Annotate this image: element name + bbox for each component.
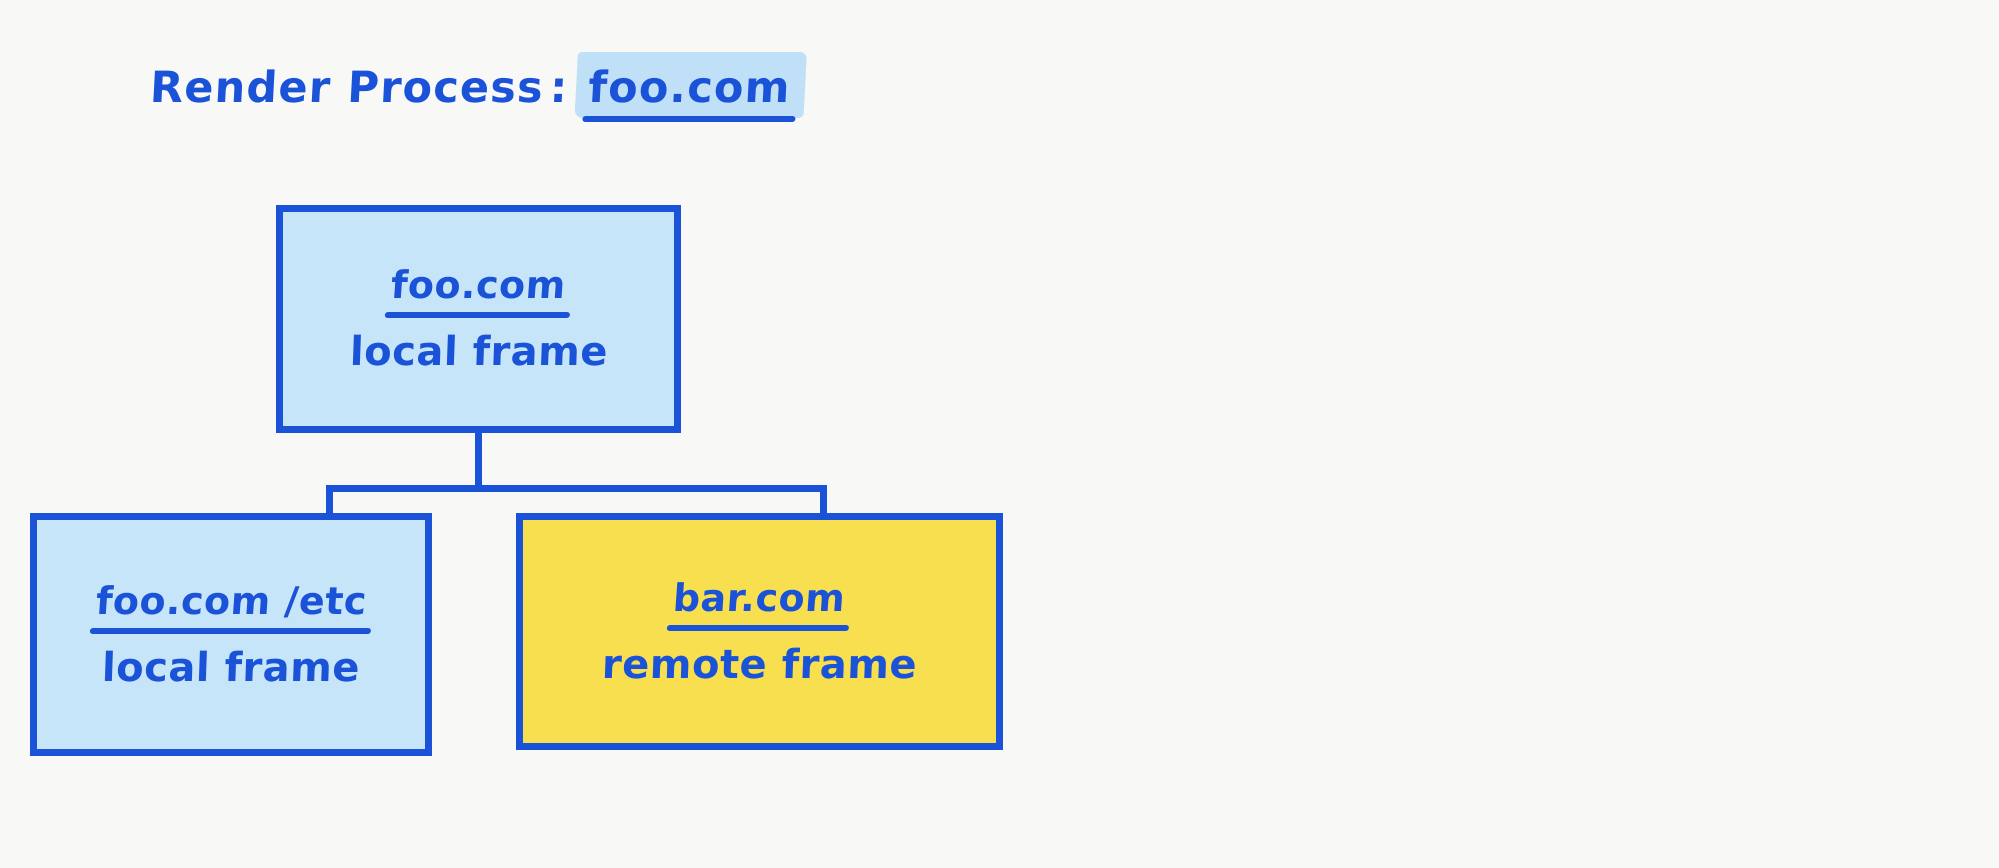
connector-horizontal-bar <box>326 485 827 492</box>
panel-heading-foo: Render Process: foo.com <box>148 52 807 122</box>
frame-kind: local frame <box>101 644 361 691</box>
frame-origin-text: bar.com <box>671 575 848 620</box>
frame-origin: foo.com /etc <box>89 578 371 634</box>
frame-kind: local frame <box>348 329 609 375</box>
underline-rule <box>89 627 371 634</box>
frame-node-child-bar[interactable]: bar.com remote frame <box>516 513 1003 750</box>
heading-origin-text: foo.com <box>587 63 793 113</box>
underline-rule <box>384 312 571 318</box>
render-process-panel-foo: Render Process: foo.com foo.com local fr… <box>30 52 1003 756</box>
frame-origin: bar.com <box>667 575 850 631</box>
connector-root-stem <box>475 433 482 490</box>
connector-drop-child-2 <box>820 485 827 515</box>
frame-node-root-foo[interactable]: foo.com local frame <box>276 205 681 433</box>
heading-origin-foo: foo.com <box>574 52 807 122</box>
connector-drop-child-1 <box>326 485 333 515</box>
frame-node-child-foo-etc[interactable]: foo.com /etc local frame <box>30 513 432 756</box>
heading-label: Render Process <box>148 63 546 113</box>
frame-origin-text: foo.com /etc <box>93 578 369 623</box>
render-process-panel-bar: Render Process: bar.com foo.com remote f… <box>1020 0 1999 868</box>
heading-separator: : <box>548 63 570 113</box>
underline-rule <box>667 624 850 631</box>
frame-origin: foo.com <box>384 263 571 318</box>
underline-rule <box>582 116 796 122</box>
frame-kind: remote frame <box>601 641 918 688</box>
frame-origin-text: foo.com <box>389 263 568 307</box>
